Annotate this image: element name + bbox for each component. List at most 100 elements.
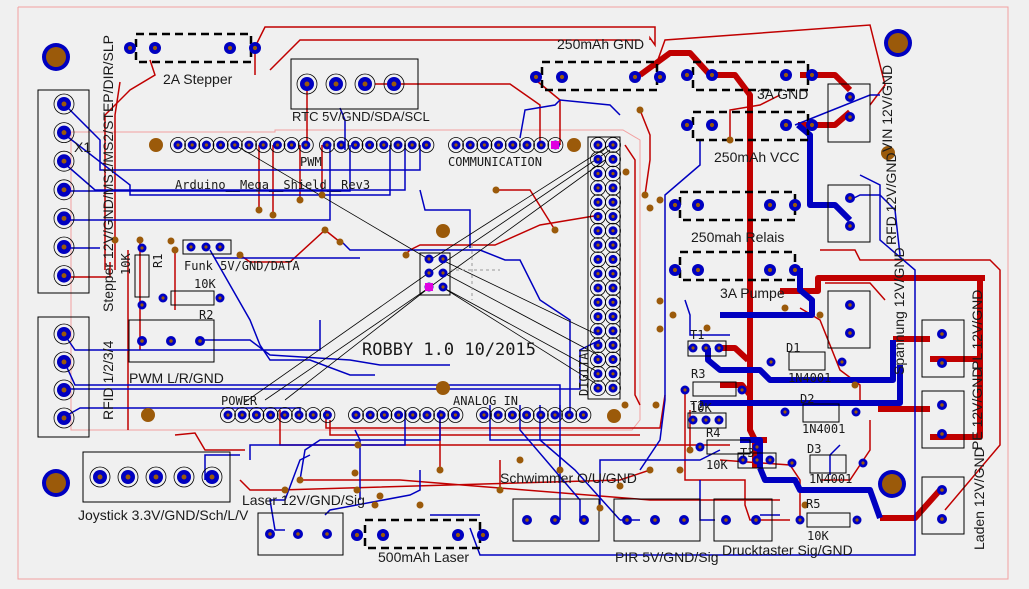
screw-terminal-pin [706,119,718,131]
shield-hole [436,381,450,395]
component-pin [752,455,762,465]
label-laser: Laser 12V/GND/Sig [242,492,365,508]
label-rtc: RTC 5V/GND/SDA/SCL [292,109,430,124]
via [621,401,629,409]
terminal-pin [325,73,347,95]
origin-marker [450,245,500,300]
board-outline [17,6,1009,580]
pin [186,242,196,252]
header-pin [519,137,535,153]
component-pin [787,458,797,468]
power-pin [845,92,855,102]
header-pin [198,137,215,153]
r4-ref: R4 [706,426,721,440]
header-pin [319,407,336,423]
header-pin [605,294,621,311]
component-pin [780,407,790,417]
component-pin [695,442,705,452]
via [646,466,654,474]
bottom-signal-traces [63,94,916,556]
header-pin [590,294,606,311]
header-pin [590,265,606,282]
via [281,486,289,494]
header-pin [291,407,307,423]
r2-ref: R2 [199,308,214,322]
header-pin [590,351,606,368]
screw-terminal-pin [692,199,704,211]
header-pin [234,407,251,423]
pin [579,515,589,525]
via [296,476,304,484]
label-rfd-power: RFD 12V/GND [883,152,899,245]
header-pin [590,322,606,339]
via [669,311,677,319]
screw-terminal-pin [681,69,693,81]
via [516,456,524,464]
via [596,504,604,512]
pin [679,515,689,525]
resistor-pin [215,293,225,303]
terminal-pin [53,379,75,401]
via [354,441,362,449]
label-schwimmer: Schwimmer O/U/GND [500,470,637,486]
label-3a-pumpe: 3A Pumpe [720,285,785,301]
pin [751,515,761,525]
via [269,211,277,219]
via [816,311,824,319]
via [353,486,361,494]
screw-terminal-pin [692,264,704,276]
header-pin [605,222,621,239]
shield-hole [141,408,155,422]
label-2a-stepper: 2A Stepper [163,71,233,87]
pin [166,336,176,346]
label-joystick: Joystick 3.3V/GND/Sch/L/V [78,507,249,523]
header-pin [448,137,464,153]
shield-hole [567,138,581,152]
power-pin [845,221,855,231]
header-pin [590,222,606,239]
component-pin [738,455,748,465]
header-pin [348,407,364,423]
resistor-pin [158,293,168,303]
header-pin [241,137,257,153]
silkscreen [37,32,965,556]
header-pin [419,407,435,423]
header-label-digital: DIGITAL [577,345,591,396]
header-pin [504,137,521,153]
header-pin [605,365,621,382]
header-pin [504,407,521,423]
terminal-pin [296,73,318,95]
header-pin [561,407,578,423]
label-druck: Drucktaster Sig/GND [722,542,853,558]
screw-terminal-pin [764,199,776,211]
screw-terminal-pin [249,42,261,54]
pin [201,242,211,252]
pin [215,242,225,252]
shield-name: Arduino__Mega__Shield__Rev3 [175,178,371,192]
header-label-pwm: PWM [300,155,322,169]
terminal-pin [53,265,75,287]
component-pin [765,455,775,465]
component-pin [737,385,747,395]
header-pin [361,137,378,153]
board-title: ROBBY 1.0 10/2015 [362,340,536,360]
header-pin [605,208,621,225]
d1-value: 1N4001 [788,371,832,385]
screw-terminal-pin [149,42,161,54]
via [703,324,711,332]
t1-ref: T1 [690,328,705,342]
screw-terminal-pin [780,119,792,131]
header-label-communication: COMMUNICATION [448,155,542,169]
power-pin [845,328,855,338]
screw-terminal-pin [806,119,818,131]
header-pin [376,407,393,423]
icsp-pin [438,268,448,278]
power-pin [845,193,855,203]
via [171,246,179,254]
screw-terminal-pin [556,71,568,83]
via [641,191,649,199]
screw-terminal-pin [706,69,718,81]
header-pin [297,137,314,153]
header-pin [605,179,621,196]
via [496,486,504,494]
